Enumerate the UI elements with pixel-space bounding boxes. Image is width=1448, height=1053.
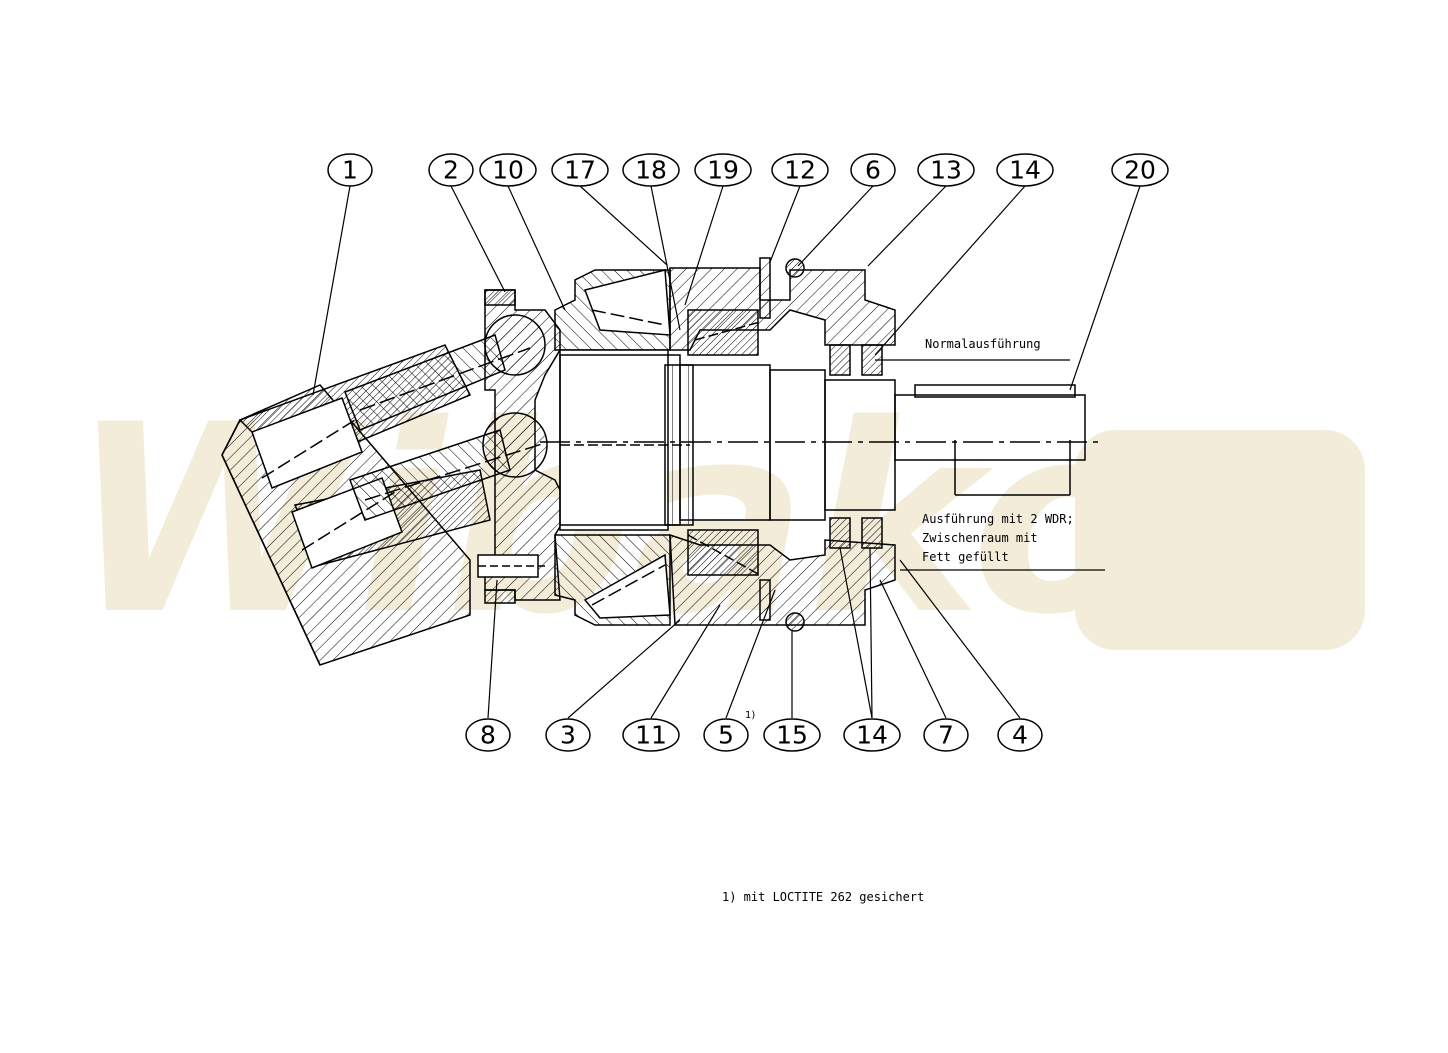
svg-text:20: 20 — [1124, 156, 1156, 185]
svg-text:14: 14 — [1009, 156, 1041, 185]
callout-18: 18 — [622, 153, 680, 187]
svg-text:10: 10 — [492, 156, 524, 185]
svg-text:18: 18 — [635, 156, 667, 185]
svg-text:17: 17 — [564, 156, 596, 185]
svg-text:14: 14 — [856, 721, 888, 750]
section-drawing — [221, 185, 1141, 719]
callout-15: 15 — [763, 718, 821, 752]
svg-text:3: 3 — [560, 721, 576, 750]
drive-flange — [477, 289, 571, 604]
callout-8: 8 — [465, 718, 511, 752]
callout-19: 19 — [694, 153, 752, 187]
intermediate-housing — [669, 267, 896, 626]
housing — [554, 269, 671, 626]
leader-lines-bottom — [487, 547, 1105, 719]
leader-lines-top — [312, 185, 1141, 396]
svg-text:19: 19 — [707, 156, 739, 185]
svg-text:7: 7 — [938, 721, 954, 750]
callouts-bottom: 8 3 11 5 15 14 7 4 — [465, 718, 1043, 752]
note-variant-line3: Fett gefüllt — [922, 550, 1009, 564]
callout-7: 7 — [923, 718, 969, 752]
callout-14-bottom: 14 — [843, 718, 901, 752]
svg-text:6: 6 — [865, 156, 881, 185]
watermark-tractor-icon — [1075, 430, 1365, 650]
svg-text:2: 2 — [443, 156, 459, 185]
callout-6: 6 — [850, 153, 896, 187]
cylinder-block — [221, 344, 491, 666]
callouts-top: 1 2 10 17 18 19 12 6 13 14 20 — [327, 153, 1169, 187]
svg-text:13: 13 — [930, 156, 962, 185]
svg-text:11: 11 — [635, 721, 667, 750]
note-variant-line2: Zwischenraum mit — [922, 531, 1038, 545]
callout-20: 20 — [1111, 153, 1169, 187]
output-shaft — [540, 354, 1100, 526]
callout-5-superscript: 1) — [745, 710, 755, 721]
callout-11: 11 — [622, 718, 680, 752]
callout-5: 5 — [703, 718, 749, 752]
svg-text:15: 15 — [776, 721, 808, 750]
callout-14-top: 14 — [996, 153, 1054, 187]
svg-text:12: 12 — [784, 156, 816, 185]
svg-text:8: 8 — [480, 721, 496, 750]
seal-rings — [759, 257, 883, 632]
note-variant-line1: Ausführung mit 2 WDR; — [922, 512, 1074, 526]
callout-1: 1 — [327, 153, 373, 187]
callout-10: 10 — [479, 153, 537, 187]
callout-2: 2 — [428, 153, 474, 187]
callout-3: 3 — [545, 718, 591, 752]
footnote: 1) mit LOCTITE 262 gesichert — [722, 890, 924, 904]
svg-text:4: 4 — [1012, 721, 1028, 750]
callout-17: 17 — [551, 153, 609, 187]
svg-text:5: 5 — [718, 721, 734, 750]
callout-13: 13 — [917, 153, 975, 187]
callout-4: 4 — [997, 718, 1043, 752]
note-standard-version: Normalausführung — [925, 337, 1041, 351]
svg-text:1: 1 — [342, 156, 358, 185]
callout-12: 12 — [771, 153, 829, 187]
